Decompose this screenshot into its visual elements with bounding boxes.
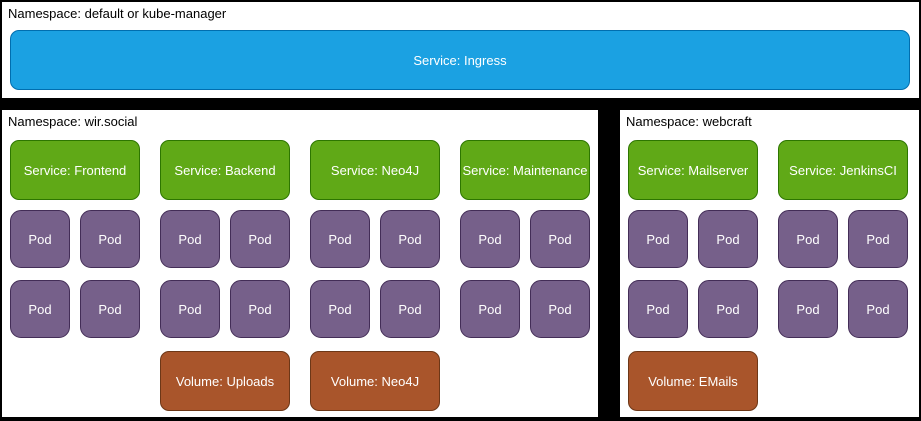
pod-node: Pod: [778, 210, 838, 268]
pod-node: Pod: [230, 280, 290, 338]
namespace-panel-webcraft: Namespace: webcraft Service: Mailserver …: [620, 110, 919, 417]
pod-grid: Pod Pod Pod Pod: [160, 210, 290, 338]
service-node: Service: Frontend: [10, 140, 140, 200]
volume-node-emails: Volume: EMails: [628, 351, 758, 411]
pod-node: Pod: [698, 280, 758, 338]
service-group-neo4j: Service: Neo4J Pod Pod Pod Pod Volume: N…: [310, 140, 440, 411]
pod-node: Pod: [310, 210, 370, 268]
ingress-service-node: Service: Ingress: [10, 30, 910, 90]
namespace-label: Namespace: webcraft: [626, 114, 752, 129]
pod-node: Pod: [160, 210, 220, 268]
pod-node: Pod: [628, 280, 688, 338]
pod-node: Pod: [460, 280, 520, 338]
pod-node: Pod: [848, 280, 908, 338]
pod-node: Pod: [848, 210, 908, 268]
namespace-panel-wir-social: Namespace: wir.social Service: Frontend …: [2, 110, 598, 417]
pod-node: Pod: [380, 280, 440, 338]
service-group-jenkinsci: Service: JenkinsCI Pod Pod Pod Pod: [778, 140, 908, 338]
volume-node-uploads: Volume: Uploads: [160, 351, 290, 411]
pod-node: Pod: [80, 210, 140, 268]
pod-node: Pod: [698, 210, 758, 268]
service-node: Service: Mailserver: [628, 140, 758, 200]
pod-node: Pod: [530, 210, 590, 268]
pod-node: Pod: [230, 210, 290, 268]
pod-node: Pod: [628, 210, 688, 268]
service-group-frontend: Service: Frontend Pod Pod Pod Pod: [10, 140, 140, 338]
pod-node: Pod: [10, 280, 70, 338]
pod-node: Pod: [160, 280, 220, 338]
pod-grid: Pod Pod Pod Pod: [778, 210, 908, 338]
namespace-label: Namespace: default or kube-manager: [8, 6, 227, 21]
namespace-label: Namespace: wir.social: [8, 114, 138, 129]
namespace-panel-default: Namespace: default or kube-manager Servi…: [2, 2, 919, 98]
pod-node: Pod: [380, 210, 440, 268]
pod-grid: Pod Pod Pod Pod: [628, 210, 758, 338]
service-group-maintenance: Service: Maintenance Pod Pod Pod Pod: [460, 140, 590, 338]
pod-node: Pod: [80, 280, 140, 338]
service-node: Service: Maintenance: [460, 140, 590, 200]
pod-node: Pod: [460, 210, 520, 268]
pod-node: Pod: [530, 280, 590, 338]
service-node: Service: JenkinsCI: [778, 140, 908, 200]
pod-grid: Pod Pod Pod Pod: [10, 210, 140, 338]
pod-node: Pod: [778, 280, 838, 338]
pod-node: Pod: [10, 210, 70, 268]
pod-grid: Pod Pod Pod Pod: [460, 210, 590, 338]
service-group-mailserver: Service: Mailserver Pod Pod Pod Pod Volu…: [628, 140, 758, 411]
service-node: Service: Neo4J: [310, 140, 440, 200]
pod-node: Pod: [310, 280, 370, 338]
service-node: Service: Backend: [160, 140, 290, 200]
service-group-backend: Service: Backend Pod Pod Pod Pod Volume:…: [160, 140, 290, 411]
pod-grid: Pod Pod Pod Pod: [310, 210, 440, 338]
volume-node-neo4j: Volume: Neo4J: [310, 351, 440, 411]
